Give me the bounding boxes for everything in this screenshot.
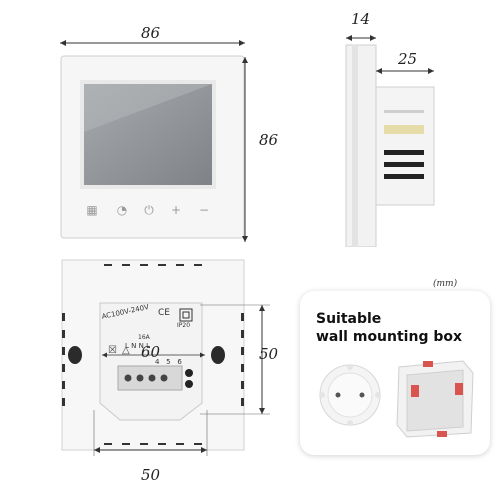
terminal-label: 6 — [177, 358, 182, 366]
box-height-label: 50 — [259, 345, 279, 363]
module-width-label: 60 — [141, 343, 161, 361]
ce-mark: CE — [158, 308, 170, 318]
side-back-depth-label: 25 — [398, 50, 418, 68]
power-button[interactable]: ⏻ — [144, 203, 154, 217]
card-title-line1: Suitable — [316, 311, 382, 327]
svg-text:☒: ☒ — [108, 345, 117, 356]
box-width-arrow — [93, 410, 208, 456]
round-box-image — [319, 364, 381, 426]
ip-rating: IP20 — [177, 322, 191, 329]
front-height-arrow — [242, 57, 248, 242]
current-rating: 16A — [138, 334, 150, 341]
plus-button[interactable]: + — [170, 203, 182, 217]
minus-button[interactable]: − — [198, 203, 210, 217]
side-front-depth-label: 14 — [351, 10, 371, 28]
terminal-label: L — [146, 342, 151, 350]
module-width-arrow — [102, 352, 205, 358]
clock-button[interactable]: ◔ — [116, 203, 128, 217]
mounting-box-card: Suitable wall mounting box — [300, 291, 490, 455]
front-view: ▦ ◔ ⏻ + − — [55, 52, 250, 242]
front-width-arrow — [60, 40, 245, 46]
card-title-line2: wall mounting box — [316, 329, 463, 345]
terminal-label: 4 — [155, 358, 160, 366]
front-height-label: 86 — [259, 131, 279, 149]
square-box-image — [396, 360, 474, 438]
svg-text:△: △ — [122, 345, 130, 356]
thermostat-front-panel — [60, 55, 245, 239]
unit-label: (mm) — [433, 279, 458, 289]
menu-button[interactable]: ▦ — [86, 203, 98, 217]
terminal-label: L — [125, 342, 129, 350]
box-width-label: 50 — [141, 466, 161, 484]
terminal-label: N — [131, 342, 137, 350]
terminal-labels-lower: 4 5 6 — [155, 358, 182, 366]
front-width-label: 86 — [141, 24, 161, 42]
side-view — [345, 35, 435, 247]
terminal-label: N — [138, 342, 144, 350]
terminal-labels: L N N L — [125, 342, 200, 350]
box-height-arrow — [200, 304, 270, 415]
terminal-label: 5 — [166, 358, 171, 366]
